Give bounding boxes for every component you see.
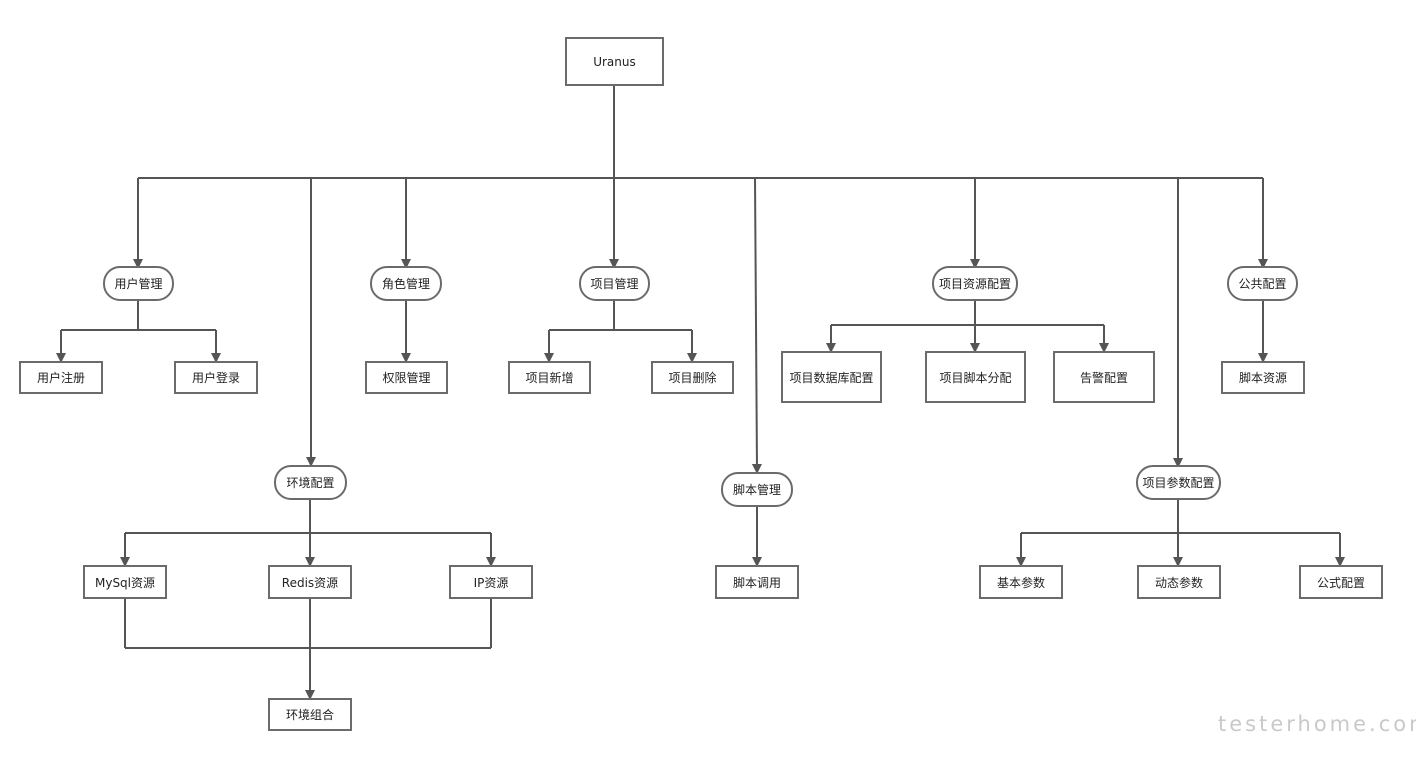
node-script-res: 脚本资源: [1221, 361, 1305, 394]
node-project-add: 项目新增: [508, 361, 591, 394]
node-env-config: 环境配置: [274, 465, 347, 500]
node-perm-mgmt: 权限管理: [365, 361, 448, 394]
node-dynamic-params: 动态参数: [1137, 565, 1221, 599]
connector-to-script-mgmt: [751, 177, 762, 474]
node-alert-config: 告警配置: [1053, 351, 1155, 403]
node-script-call: 脚本调用: [715, 565, 799, 599]
node-project-res-config: 项目资源配置: [932, 266, 1018, 301]
node-formula-config: 公式配置: [1299, 565, 1383, 599]
node-basic-params: 基本参数: [979, 565, 1063, 599]
node-redis-res: Redis资源: [268, 565, 352, 599]
node-user-mgmt: 用户管理: [103, 266, 174, 301]
node-project-param-config: 项目参数配置: [1136, 465, 1221, 500]
watermark: testerhome.com: [1218, 712, 1416, 736]
node-project-script-assign: 项目脚本分配: [925, 351, 1026, 403]
node-mysql-res: MySql资源: [83, 565, 167, 599]
node-project-delete: 项目删除: [651, 361, 734, 394]
node-public-config: 公共配置: [1227, 266, 1298, 301]
node-project-mgmt: 项目管理: [579, 266, 650, 301]
node-root: Uranus: [565, 37, 664, 86]
node-script-mgmt: 脚本管理: [721, 472, 793, 507]
node-ip-res: IP资源: [449, 565, 533, 599]
node-env-combo: 环境组合: [268, 698, 352, 731]
node-role-mgmt: 角色管理: [370, 266, 442, 301]
node-user-register: 用户注册: [19, 361, 103, 394]
node-project-db-config: 项目数据库配置: [781, 351, 882, 403]
node-user-login: 用户登录: [174, 361, 258, 394]
